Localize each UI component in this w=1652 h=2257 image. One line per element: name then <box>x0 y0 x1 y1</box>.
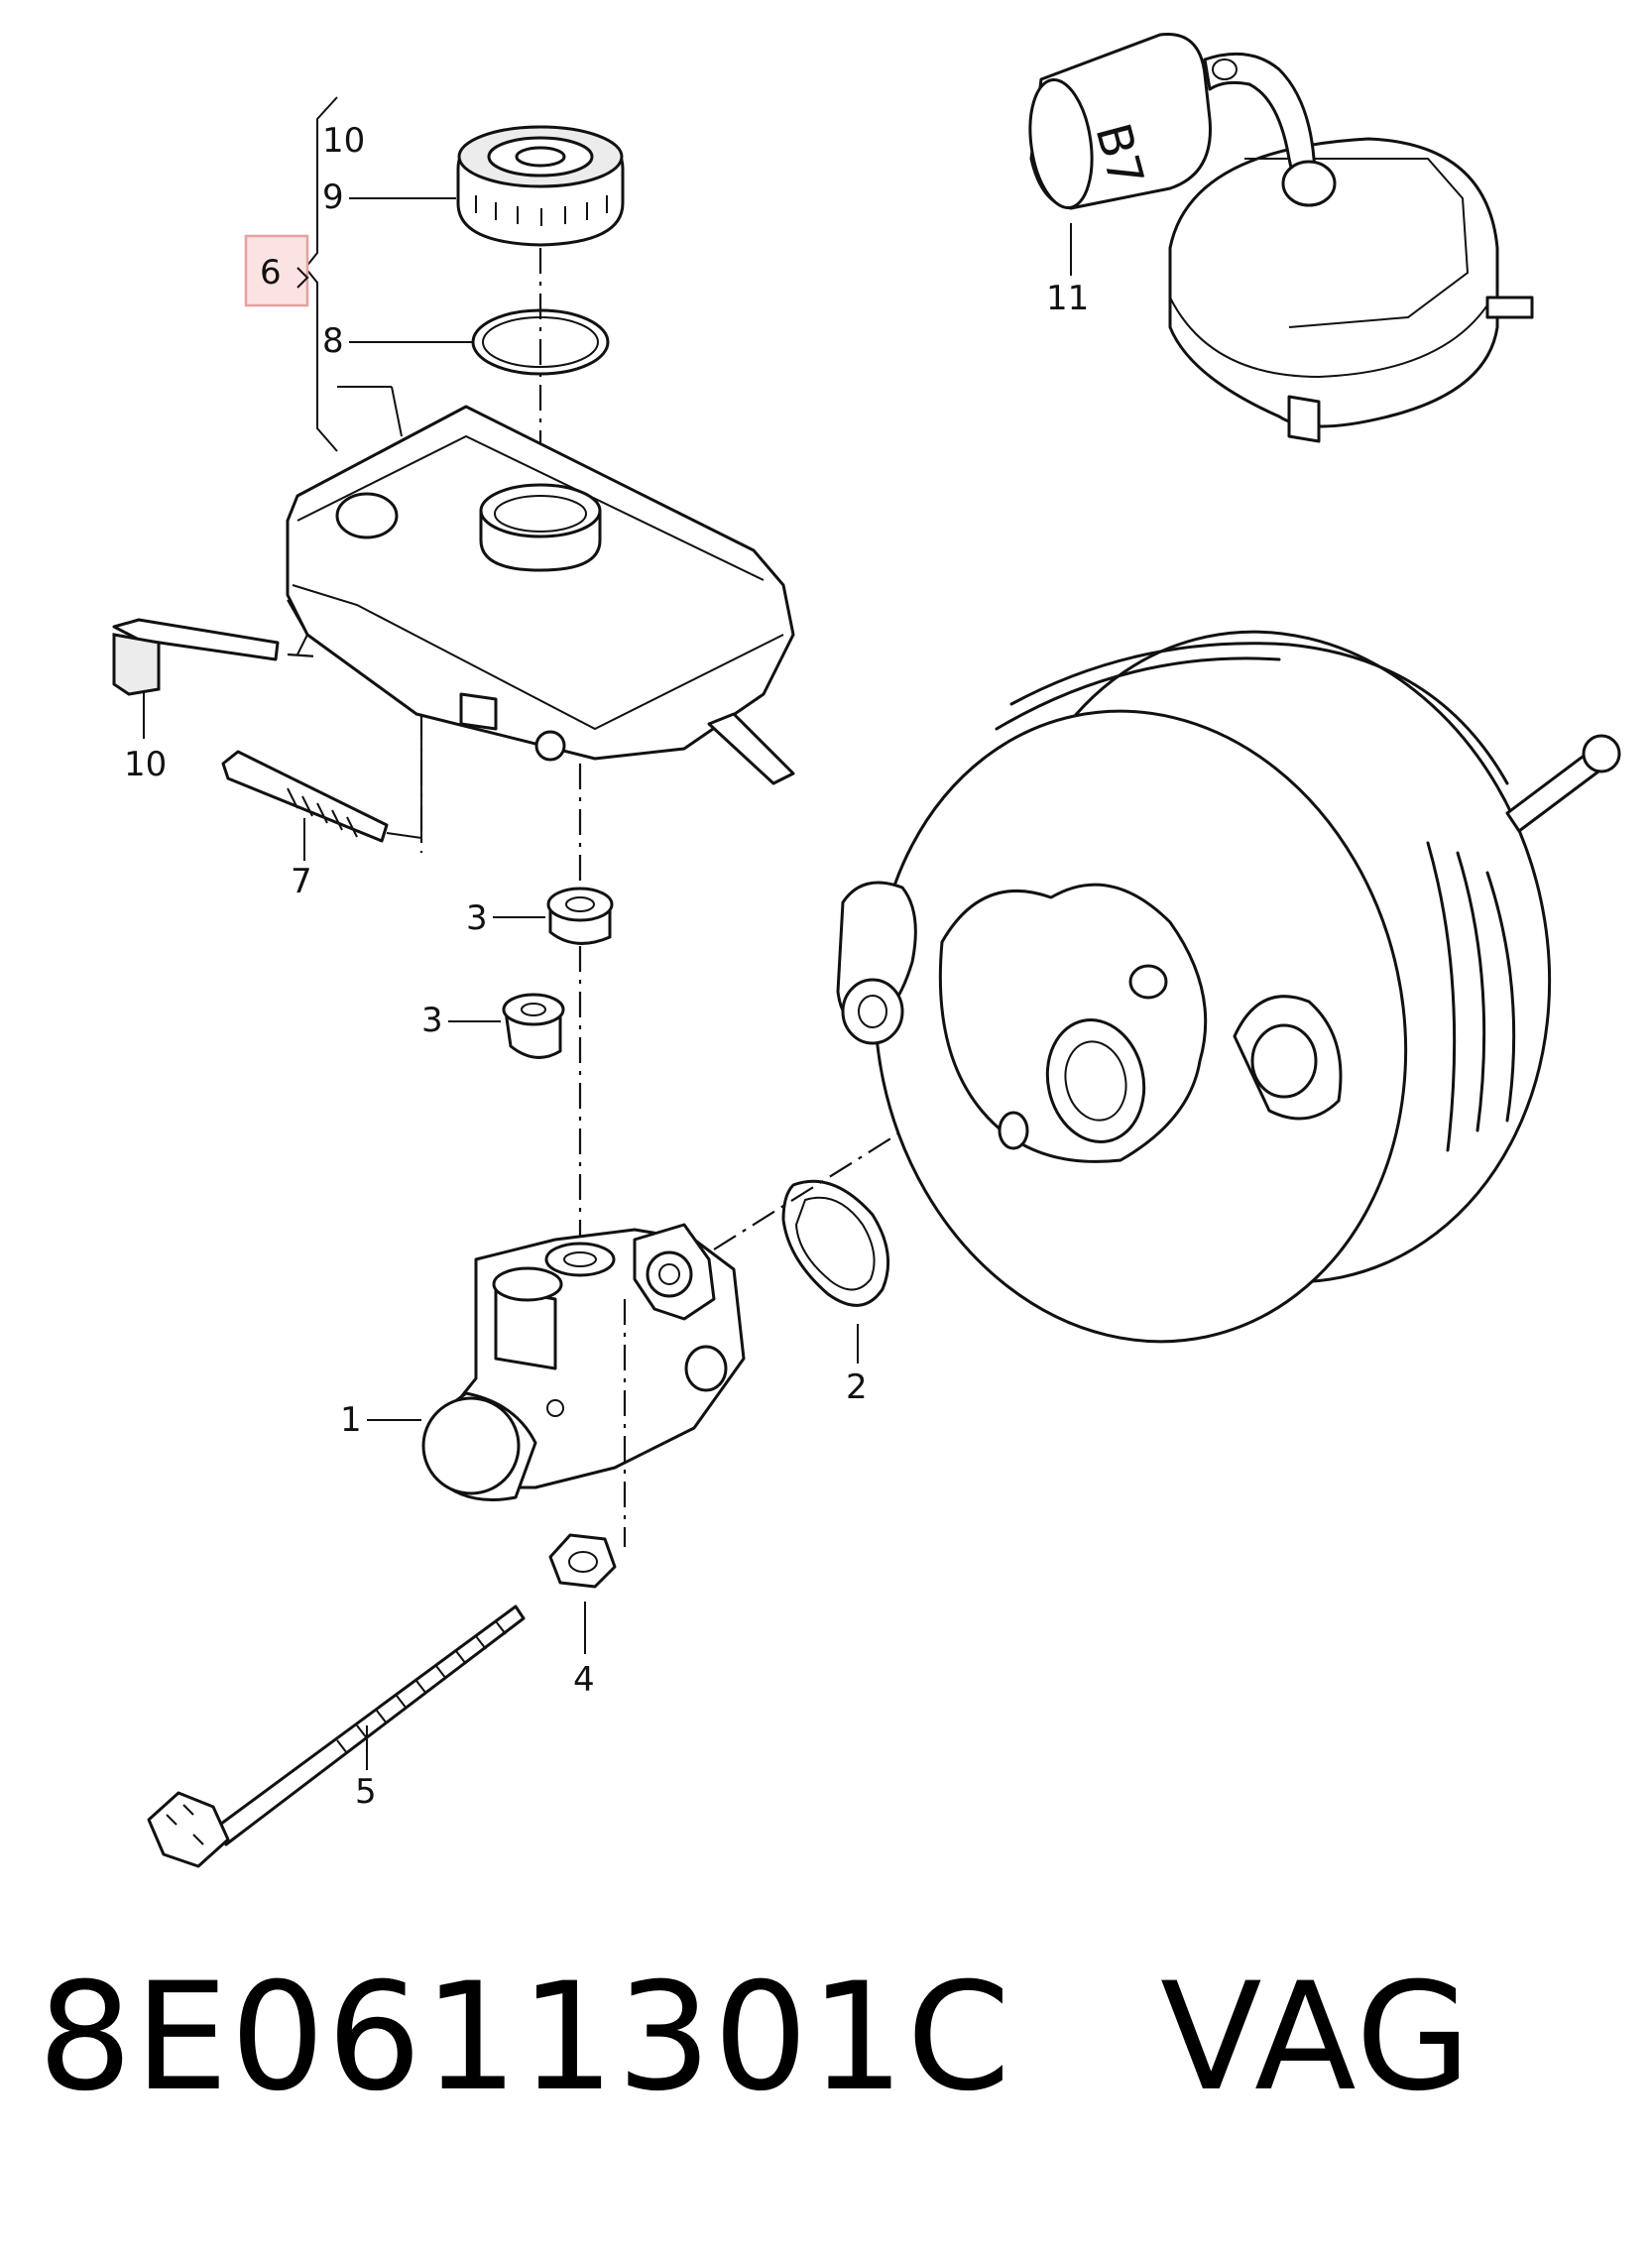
callout-1: 1 <box>340 1400 362 1440</box>
callout-9: 9 <box>322 178 344 217</box>
brake-booster <box>836 630 1621 1344</box>
part-caption: 8E0611301C VAG <box>38 1963 1473 2112</box>
grommet-a <box>546 887 614 945</box>
callout-4: 4 <box>573 1660 595 1700</box>
callout-11: 11 <box>1046 279 1089 318</box>
grommet-b <box>502 993 565 1059</box>
hex-nut <box>548 1533 617 1589</box>
long-bolt <box>147 1604 526 1868</box>
callout-10-sensor: 10 <box>124 745 167 784</box>
brake-fluid-reservoir <box>286 405 795 785</box>
retaining-pin <box>221 714 422 843</box>
callout-3-b: 3 <box>421 1001 443 1040</box>
master-cylinder <box>421 1223 746 1501</box>
callout-3-a: 3 <box>466 898 488 938</box>
vacuum-sensor: B7 <box>1028 33 1534 443</box>
part-number: 8E0611301C <box>38 1952 1012 2124</box>
gasket <box>781 1179 890 1307</box>
callout-2: 2 <box>846 1367 868 1407</box>
level-sensor <box>112 618 318 696</box>
callout-10-top: 10 <box>322 121 365 161</box>
reservoir-cap <box>456 125 625 247</box>
brand-name: VAG <box>1160 1952 1474 2124</box>
callout-5: 5 <box>355 1772 377 1812</box>
callout-7: 7 <box>291 862 312 901</box>
callout-6: 6 <box>260 253 282 293</box>
highlight-box <box>244 234 309 307</box>
callout-8: 8 <box>322 321 344 361</box>
